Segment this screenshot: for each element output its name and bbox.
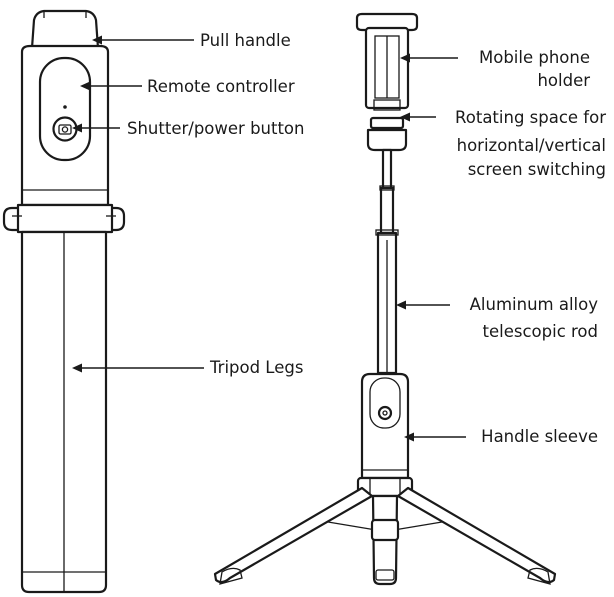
folded-stick-illustration [2, 9, 126, 594]
label-rod-1: Aluminum alloy [470, 295, 599, 314]
label-rotating-3: screen switching [468, 160, 606, 179]
handle-sleeve [360, 372, 410, 480]
leader-arrows [72, 35, 466, 442]
camera-icon [58, 124, 72, 135]
tripod-leg-right [396, 486, 557, 584]
label-pull-handle: Pull handle [200, 31, 291, 50]
callout-labels: Pull handle Remote controller Shutter/po… [127, 31, 606, 446]
label-phone-holder-1: Mobile phone [479, 48, 590, 67]
label-phone-holder-2: holder [537, 71, 590, 90]
pull-handle-cap [30, 9, 100, 50]
shutter-button-ring [52, 116, 78, 142]
phone-holder-top-bar [355, 12, 419, 32]
rod-section-2 [379, 186, 395, 235]
tripod-leg-left [213, 486, 374, 584]
rod-section-1 [381, 148, 393, 192]
label-remote-controller: Remote controller [147, 77, 295, 96]
extended-stick-illustration [213, 12, 557, 586]
label-handle-sleeve: Handle sleeve [481, 427, 598, 446]
label-tripod-legs: Tripod Legs [209, 358, 303, 377]
label-shutter-button: Shutter/power button [127, 119, 305, 138]
label-rod-2: telescopic rod [483, 322, 598, 341]
rotating-joint [369, 116, 405, 130]
label-rotating-2: horizontal/vertical [457, 136, 606, 155]
remote-controller [38, 56, 92, 162]
label-rotating-1: Rotating space for [455, 108, 606, 127]
